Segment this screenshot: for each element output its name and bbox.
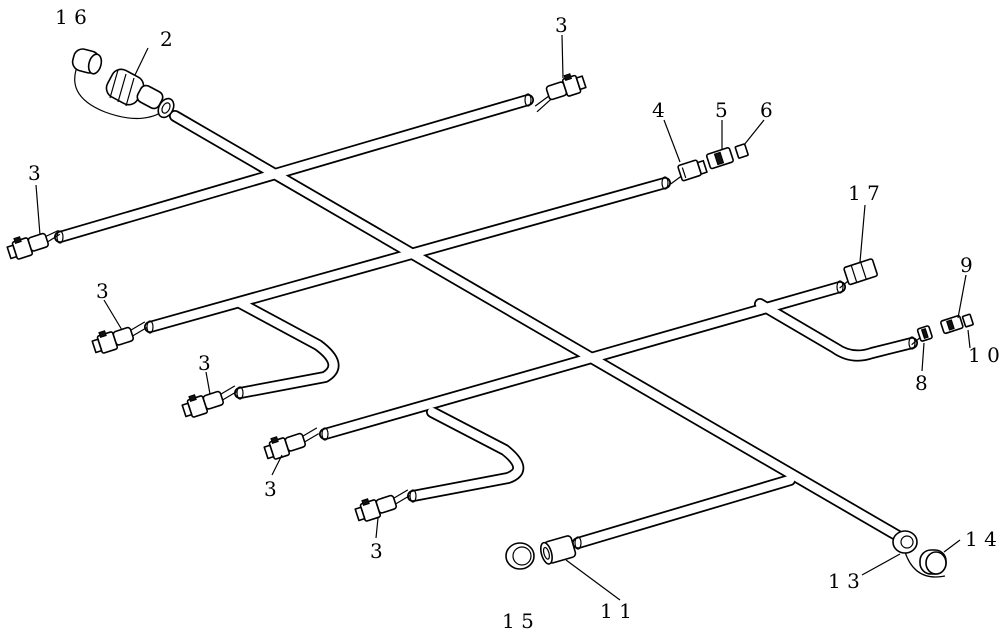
callout-3-center-a: 3 — [264, 477, 277, 501]
plug-connector-top-right — [534, 73, 587, 113]
callout-labels: 1 6 2 3 4 5 6 1 7 9 1 0 8 3 3 3 3 3 1 4 … — [28, 5, 1000, 633]
callout-14: 1 4 — [965, 527, 997, 551]
callout-13: 1 3 — [828, 569, 860, 593]
callout-4: 4 — [652, 98, 665, 122]
connector-part-8 — [911, 325, 933, 346]
callout-9: 9 — [960, 253, 973, 277]
callout-8: 8 — [915, 371, 928, 395]
plug-connector-upper-left — [6, 229, 61, 260]
leader-lines — [35, 34, 971, 601]
callout-2: 2 — [160, 27, 173, 51]
callout-3-left-low: 3 — [198, 351, 211, 375]
plug-connector-mid-left — [91, 321, 148, 354]
terminal-part-10 — [961, 313, 974, 328]
callout-17: 1 7 — [848, 181, 880, 205]
plug-connector-lower-sub — [354, 489, 411, 522]
connector-part-5 — [705, 147, 734, 170]
round-connector-part-11 — [539, 535, 577, 565]
round-connector-part-13 — [892, 530, 918, 554]
round-connector-part-2 — [105, 68, 175, 119]
cap-tether-top — [74, 59, 163, 120]
harness-wires — [54, 93, 918, 550]
callout-3-center-b: 3 — [370, 539, 383, 563]
plug-connector-lower-left — [263, 427, 320, 460]
terminal-part-6 — [734, 143, 749, 159]
connector-part-9 — [940, 314, 964, 335]
dust-cap-part-14 — [919, 549, 947, 575]
cap-part-15 — [505, 542, 535, 570]
connector-part-17 — [839, 258, 878, 289]
callout-6: 6 — [760, 98, 773, 122]
plug-connector-mid-sub — [181, 385, 238, 418]
callout-3-top: 3 — [555, 13, 568, 37]
callout-5: 5 — [715, 98, 728, 122]
connector-part-4 — [670, 159, 708, 185]
callout-16: 1 6 — [55, 5, 87, 29]
callout-15: 1 5 — [502, 609, 534, 633]
callout-10: 1 0 — [968, 343, 1000, 367]
cap-tether-bottom — [904, 551, 946, 578]
callout-3-left-upper: 3 — [28, 161, 41, 185]
dust-cap-part-16 — [71, 48, 103, 75]
callout-3-left-mid: 3 — [96, 279, 109, 303]
callout-11: 1 1 — [600, 599, 632, 623]
